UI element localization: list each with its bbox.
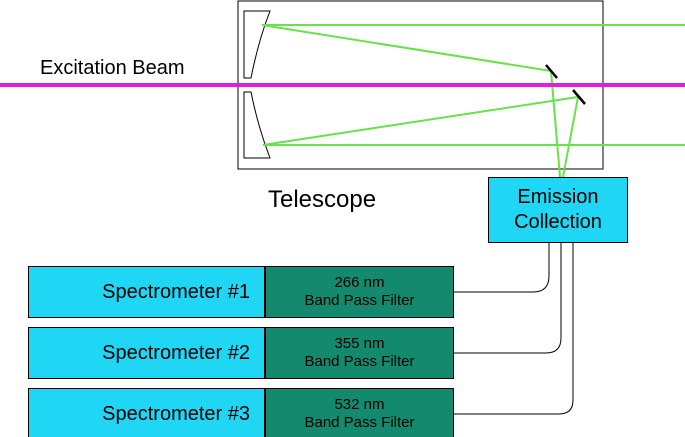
filter-3-box: 532 nm Band Pass Filter xyxy=(265,388,454,437)
spectrometer-2-box: Spectrometer #2 xyxy=(28,327,265,379)
telescope-label: Telescope xyxy=(268,186,377,213)
fold-ray-lower xyxy=(562,96,579,178)
collected-light-rays xyxy=(261,24,685,178)
filter-1-type: Band Pass Filter xyxy=(304,292,415,309)
reflected-ray-upper xyxy=(261,24,552,72)
spectrometer-1-box: Spectrometer #1 xyxy=(28,266,265,318)
filter-2-wavelength: 355 nm xyxy=(334,335,385,352)
fiber-connections xyxy=(454,243,574,415)
filter-2-box: 355 nm Band Pass Filter xyxy=(265,327,454,379)
spectrometer-2-label: Spectrometer #2 xyxy=(102,341,250,364)
spectrometer-1-label: Spectrometer #1 xyxy=(102,280,250,303)
emission-collection-line1: Emission xyxy=(517,186,599,208)
fiber-to-filter-1 xyxy=(454,243,550,293)
reflected-ray-lower xyxy=(262,96,579,146)
fold-ray-upper xyxy=(550,70,561,178)
fiber-to-filter-3 xyxy=(454,243,574,415)
primary-mirror-upper xyxy=(243,10,271,79)
fold-mirror-lower xyxy=(572,89,586,105)
emission-collection-line2: Collection xyxy=(514,211,602,233)
fold-mirror-upper xyxy=(545,64,558,79)
filter-3-type: Band Pass Filter xyxy=(304,414,415,431)
filter-1-wavelength: 266 nm xyxy=(334,274,385,291)
filter-3-wavelength: 532 nm xyxy=(334,396,385,413)
filter-2-type: Band Pass Filter xyxy=(304,353,415,370)
emission-collection-box: Emission Collection xyxy=(488,177,628,243)
filter-1-box: 266 nm Band Pass Filter xyxy=(265,266,454,318)
primary-mirror-lower xyxy=(243,91,271,159)
spectrometer-3-box: Spectrometer #3 xyxy=(28,388,265,437)
fiber-to-filter-2 xyxy=(454,243,562,354)
excitation-beam-label: Excitation Beam xyxy=(40,57,185,79)
spectrometer-3-label: Spectrometer #3 xyxy=(102,402,250,425)
